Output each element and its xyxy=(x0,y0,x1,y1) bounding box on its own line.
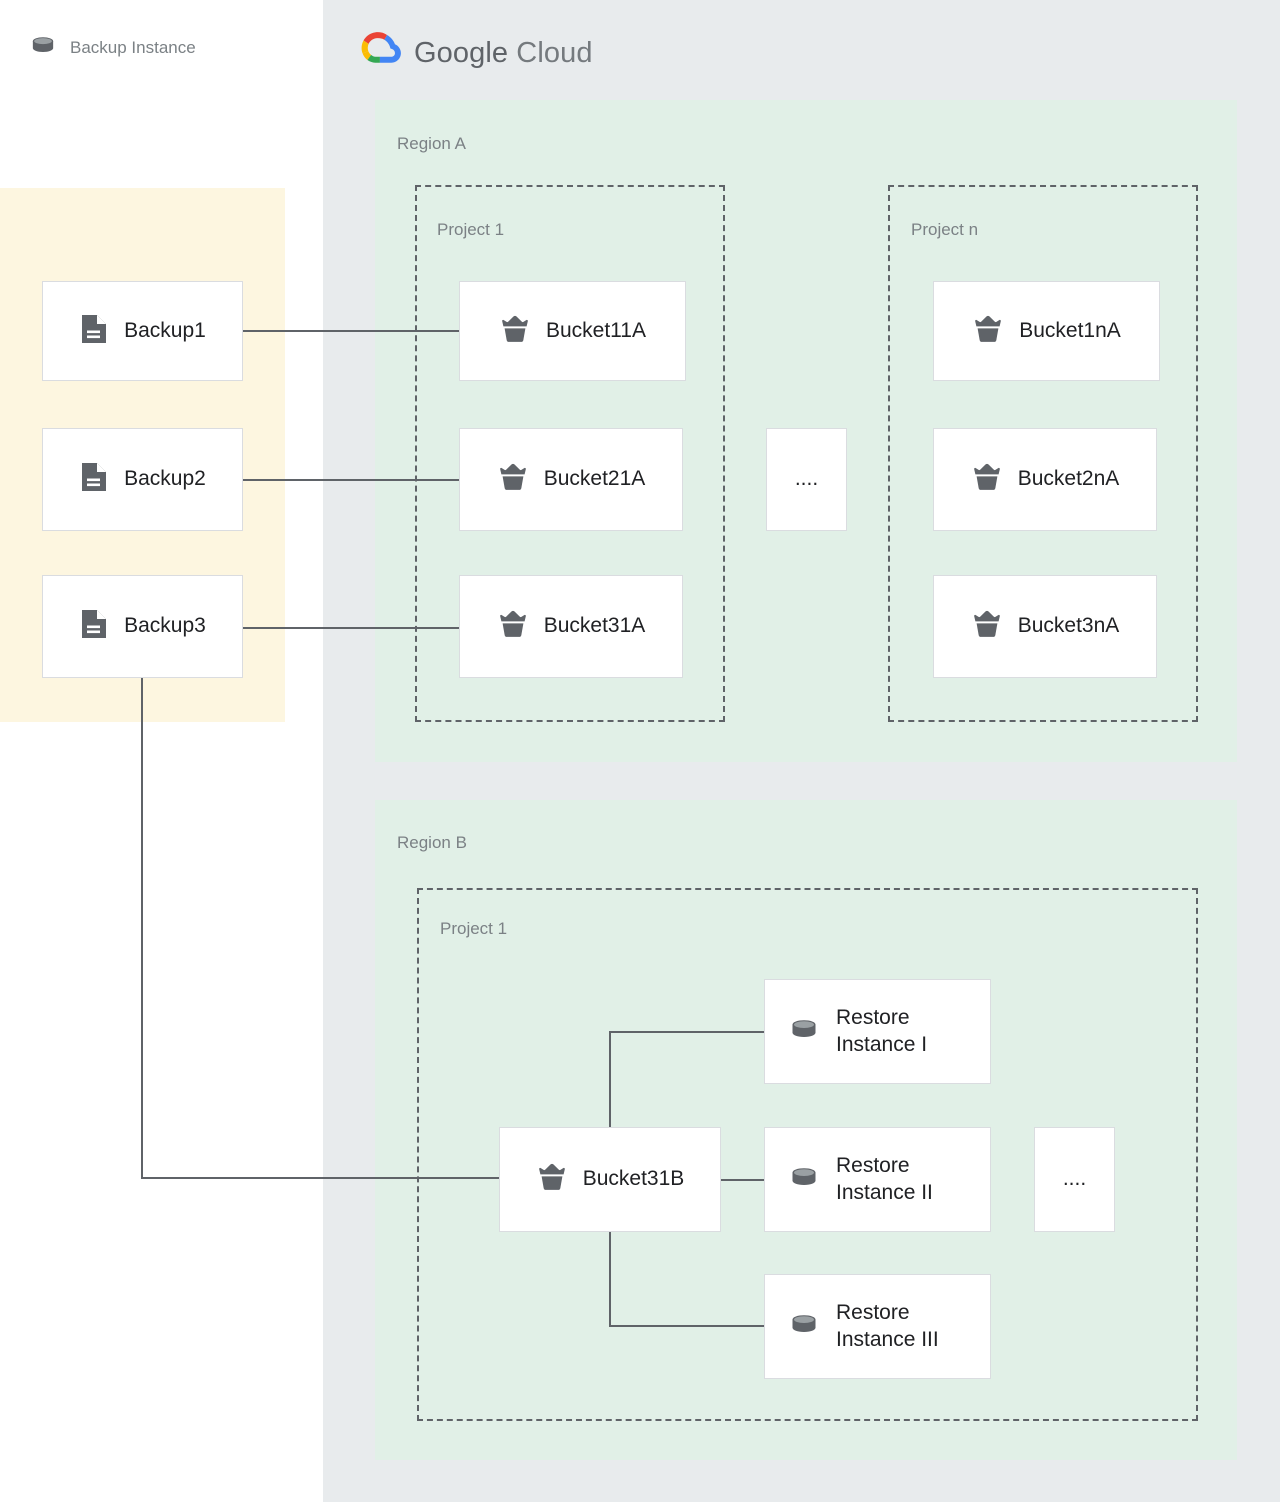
region-a-project-n-box xyxy=(888,185,1198,722)
document-icon xyxy=(79,608,109,645)
node-bucket3na[interactable]: Bucket3nA xyxy=(933,575,1157,678)
connector-backup2-to-bucket21a xyxy=(243,479,460,481)
node-label: Bucket21A xyxy=(543,467,646,491)
connector-backup3-to-bucket31b-horizontal xyxy=(141,1177,500,1179)
node-bucket21a[interactable]: Bucket21A xyxy=(459,428,683,531)
node-bucket11a[interactable]: Bucket11A xyxy=(459,281,686,381)
node-backup2[interactable]: Backup2 xyxy=(42,428,243,531)
backup-instance-title: Backup Instance xyxy=(70,37,196,57)
region-a-label: Region A xyxy=(397,134,466,153)
ellipsis-label: .... xyxy=(1062,1167,1087,1191)
connector-backup3-to-bucket31b-vertical xyxy=(141,671,143,1179)
connector-bucket31b-to-restore3-vertical xyxy=(609,1231,611,1327)
google-cloud-wordmark: Google Cloud xyxy=(414,37,593,70)
node-label: Bucket2nA xyxy=(1017,467,1120,491)
storage-bucket-icon xyxy=(536,1161,568,1198)
node-restore-instance-1[interactable]: Restore Instance I xyxy=(764,979,991,1084)
google-cloud-branding: Google Cloud xyxy=(355,28,593,79)
storage-bucket-icon xyxy=(497,461,529,498)
node-bucket2na[interactable]: Bucket2nA xyxy=(933,428,1157,531)
region-b-ellipsis-box: .... xyxy=(1034,1127,1115,1232)
database-cylinder-icon xyxy=(787,1012,821,1051)
database-cylinder-icon xyxy=(787,1307,821,1346)
node-bucket31a[interactable]: Bucket31A xyxy=(459,575,683,678)
node-label: Bucket31A xyxy=(543,614,646,638)
node-label: Restore Instance I xyxy=(836,1006,928,1056)
connector-bucket31b-to-restore2 xyxy=(721,1179,765,1181)
storage-bucket-icon xyxy=(971,608,1003,645)
document-icon xyxy=(79,313,109,350)
region-a-project-1-label: Project 1 xyxy=(437,220,505,239)
node-backup3[interactable]: Backup3 xyxy=(42,575,243,678)
node-restore-instance-3[interactable]: Restore Instance III xyxy=(764,1274,991,1379)
node-label: Bucket3nA xyxy=(1017,614,1120,638)
region-a-project-1-box xyxy=(415,185,725,722)
backup-instance-header: Backup Instance xyxy=(28,30,196,65)
node-bucket31b[interactable]: Bucket31B xyxy=(499,1127,721,1232)
node-label: Bucket31B xyxy=(582,1167,685,1191)
storage-bucket-icon xyxy=(499,313,531,350)
node-label: Backup2 xyxy=(124,467,206,491)
storage-bucket-icon xyxy=(497,608,529,645)
connector-backup3-to-bucket31a xyxy=(243,627,460,629)
database-cylinder-icon xyxy=(28,30,58,65)
brand-word-cloud: Cloud xyxy=(516,37,593,69)
connector-backup1-to-bucket11a xyxy=(243,330,460,332)
region-b-project-1-box xyxy=(417,888,1198,1421)
ellipsis-label: .... xyxy=(794,467,819,491)
region-b-label: Region B xyxy=(397,833,467,852)
storage-bucket-icon xyxy=(971,461,1003,498)
document-icon xyxy=(79,461,109,498)
brand-word-google: Google xyxy=(414,37,509,69)
node-label: Restore Instance III xyxy=(836,1301,939,1351)
region-a-ellipsis-box: .... xyxy=(766,428,847,531)
google-cloud-logo-icon xyxy=(355,28,401,79)
node-label: Restore Instance II xyxy=(836,1154,933,1204)
connector-bucket31b-to-restore3-horizontal xyxy=(609,1325,765,1327)
connector-bucket31b-to-restore1-vertical xyxy=(609,1031,611,1128)
node-bucket1na[interactable]: Bucket1nA xyxy=(933,281,1160,381)
node-label: Backup3 xyxy=(124,614,206,638)
connector-bucket31b-to-restore1-horizontal xyxy=(609,1031,765,1033)
node-label: Bucket11A xyxy=(545,318,646,342)
node-backup1[interactable]: Backup1 xyxy=(42,281,243,381)
region-a-project-n-label: Project n xyxy=(911,220,979,239)
region-b-project-1-label: Project 1 xyxy=(440,919,508,938)
node-label: Backup1 xyxy=(124,318,206,342)
storage-bucket-icon xyxy=(972,313,1004,350)
node-restore-instance-2[interactable]: Restore Instance II xyxy=(764,1127,991,1232)
database-cylinder-icon xyxy=(787,1160,821,1199)
node-label: Bucket1nA xyxy=(1019,318,1121,342)
